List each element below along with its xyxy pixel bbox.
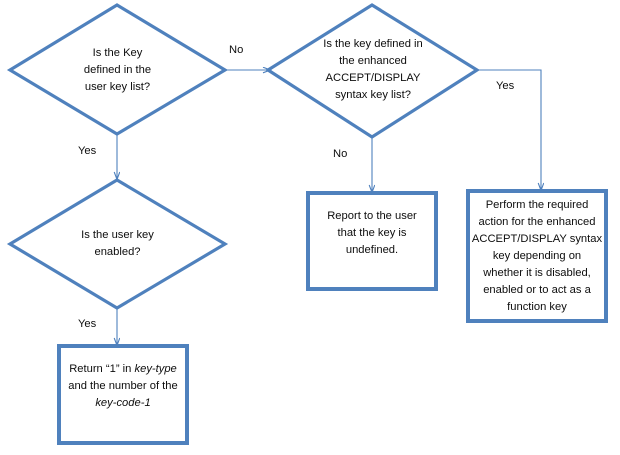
process-shape-report-undefined[interactable] — [306, 191, 438, 291]
edge-label-yes-return: Yes — [78, 318, 97, 330]
connector-yes-to-perform-box — [478, 69, 541, 190]
decision-shape-user-key-enabled[interactable] — [6, 178, 229, 310]
decision-shape-enhanced-syntax-key[interactable] — [265, 3, 481, 139]
edge-label-yes-user-key: Yes — [78, 145, 97, 157]
edge-label-no-enhanced: No — [229, 44, 244, 56]
process-shape-perform-action[interactable] — [466, 189, 608, 323]
decision-shape-key-defined[interactable] — [6, 3, 229, 136]
edge-label-no-report: No — [333, 148, 348, 160]
process-shape-return-key-type[interactable] — [57, 344, 189, 445]
edge-label-yes-perform: Yes — [496, 80, 515, 92]
